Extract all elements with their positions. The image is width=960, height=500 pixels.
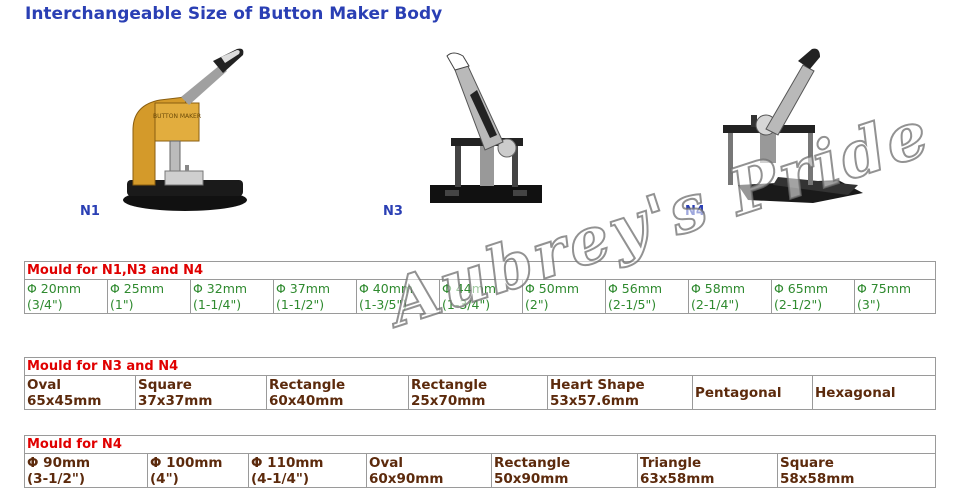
item-cell: Φ 110mm(4-1/4") bbox=[248, 453, 367, 488]
size-cell: Φ 56mm(2-1/5") bbox=[605, 279, 689, 314]
mould-n4-table: Mould for N4 Φ 90mm(3-1/2") Φ 100mm(4") … bbox=[24, 435, 936, 488]
size-cell: Φ 44mm(1-3/4") bbox=[439, 279, 523, 314]
shape-cell: Pentagonal bbox=[692, 375, 813, 410]
mould-n1-n3-n4-header: Mould for N1,N3 and N4 bbox=[24, 261, 936, 280]
n3-machine-image bbox=[430, 52, 542, 203]
size-row: Φ 20mm(3/4") Φ 25mm(1") Φ 32mm(1-1/4") Φ… bbox=[24, 279, 936, 314]
mould-n3-n4-header: Mould for N3 and N4 bbox=[24, 357, 936, 376]
n4-machine-image bbox=[723, 48, 863, 203]
n1-logo: BUTTON MAKER bbox=[153, 113, 201, 120]
item-row: Φ 90mm(3-1/2") Φ 100mm(4") Φ 110mm(4-1/4… bbox=[24, 453, 936, 488]
size-cell: Φ 58mm(2-1/4") bbox=[688, 279, 772, 314]
mould-n4-header: Mould for N4 bbox=[24, 435, 936, 454]
n4-label: N4 bbox=[685, 204, 705, 219]
item-cell: Φ 90mm(3-1/2") bbox=[24, 453, 148, 488]
mould-n1-n3-n4-table: Mould for N1,N3 and N4 Φ 20mm(3/4") Φ 25… bbox=[24, 261, 936, 314]
item-cell: Φ 100mm(4") bbox=[147, 453, 249, 488]
page-title: Interchangeable Size of Button Maker Bod… bbox=[25, 4, 443, 24]
size-cell: Φ 50mm(2") bbox=[522, 279, 606, 314]
size-cell: Φ 65mm(2-1/2") bbox=[771, 279, 855, 314]
n1-machine-image: BUTTON MAKER bbox=[123, 48, 247, 211]
size-cell: Φ 25mm(1") bbox=[107, 279, 191, 314]
size-cell: Φ 32mm(1-1/4") bbox=[190, 279, 274, 314]
n3-label: N3 bbox=[383, 204, 403, 219]
size-cell: Φ 40mm(1-3/5") bbox=[356, 279, 440, 314]
size-cell: Φ 20mm(3/4") bbox=[24, 279, 108, 314]
size-cell: Φ 75mm(3") bbox=[854, 279, 936, 314]
size-cell: Φ 37mm(1-1/2") bbox=[273, 279, 357, 314]
shape-cell: Hexagonal bbox=[812, 375, 936, 410]
n1-label: N1 bbox=[80, 204, 100, 219]
